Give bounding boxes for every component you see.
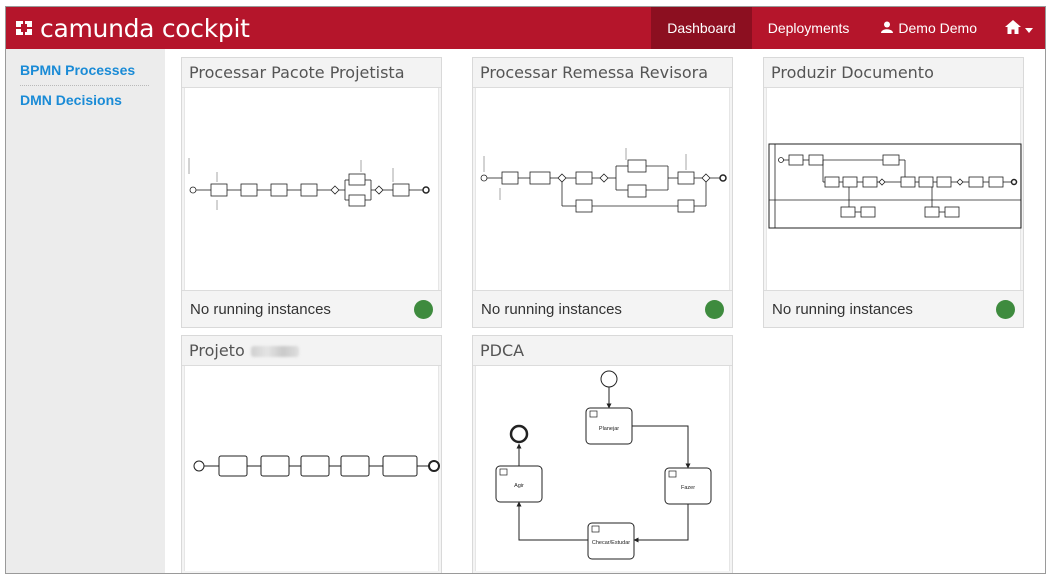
status-ok-icon — [414, 299, 433, 319]
process-card-title[interactable]: Produzir Documento — [764, 58, 1023, 88]
process-card[interactable]: Projeto — [181, 335, 442, 573]
status-ok-icon — [705, 299, 724, 319]
process-card[interactable]: Processar Remessa Revisora — [472, 57, 733, 328]
running-instances-text: No running instances — [190, 300, 331, 318]
app-frame: camunda cockpit Dashboard Deployments De… — [5, 6, 1046, 574]
caret-down-icon — [1025, 20, 1033, 36]
nav-deployments[interactable]: Deployments — [752, 7, 866, 49]
process-diagram[interactable] — [184, 88, 439, 290]
sidebar-item-dmn-decisions[interactable]: DMN Decisions — [20, 92, 122, 108]
running-instances-text: No running instances — [772, 300, 913, 318]
pdca-task-label: Fazer — [681, 485, 695, 491]
process-card-title[interactable]: Projeto — [182, 336, 441, 366]
process-card-footer: No running instances — [764, 290, 1023, 327]
home-icon — [1005, 19, 1021, 37]
process-diagram[interactable] — [475, 88, 730, 290]
pdca-task-label: Planejar — [599, 426, 619, 432]
brand[interactable]: camunda cockpit — [16, 13, 250, 43]
nav-user-label: Demo Demo — [898, 20, 977, 36]
nav-user-menu[interactable]: Demo Demo — [865, 7, 993, 49]
process-card-footer: No running instances — [182, 290, 441, 327]
pdca-task-label: Checar/Estudar — [592, 540, 630, 546]
sidebar: BPMN Processes DMN Decisions — [6, 49, 165, 573]
process-diagram[interactable] — [766, 88, 1022, 290]
process-card[interactable]: Processar Pacote Projetista — [181, 57, 442, 328]
nav-dashboard-label: Dashboard — [667, 20, 736, 36]
sidebar-item-bpmn-processes[interactable]: BPMN Processes — [20, 49, 149, 86]
pdca-task-label: Agir — [514, 483, 524, 489]
brand-title: camunda cockpit — [40, 13, 250, 43]
process-card-title[interactable]: PDCA — [473, 336, 732, 366]
user-icon — [881, 20, 894, 36]
process-diagram[interactable] — [184, 366, 440, 571]
process-card-title[interactable]: Processar Remessa Revisora — [473, 58, 732, 88]
process-card[interactable]: PDCA — [472, 335, 733, 573]
nav-home-menu[interactable] — [993, 7, 1045, 49]
nav-dashboard[interactable]: Dashboard — [651, 7, 752, 49]
status-ok-icon — [996, 299, 1015, 319]
navbar: camunda cockpit Dashboard Deployments De… — [6, 7, 1045, 49]
nav-deployments-label: Deployments — [767, 20, 850, 36]
running-instances-text: No running instances — [481, 300, 622, 318]
process-card-footer: No running instances — [473, 290, 732, 327]
process-diagram[interactable]: Planejar Fazer Checar/Estudar Agir — [475, 366, 730, 571]
redacted-text — [250, 346, 299, 357]
process-card-title-text: Projeto — [189, 341, 245, 360]
process-card[interactable]: Produzir Documento — [763, 57, 1024, 328]
process-card-title[interactable]: Processar Pacote Projetista — [182, 58, 441, 88]
camunda-logo-icon — [16, 19, 34, 37]
